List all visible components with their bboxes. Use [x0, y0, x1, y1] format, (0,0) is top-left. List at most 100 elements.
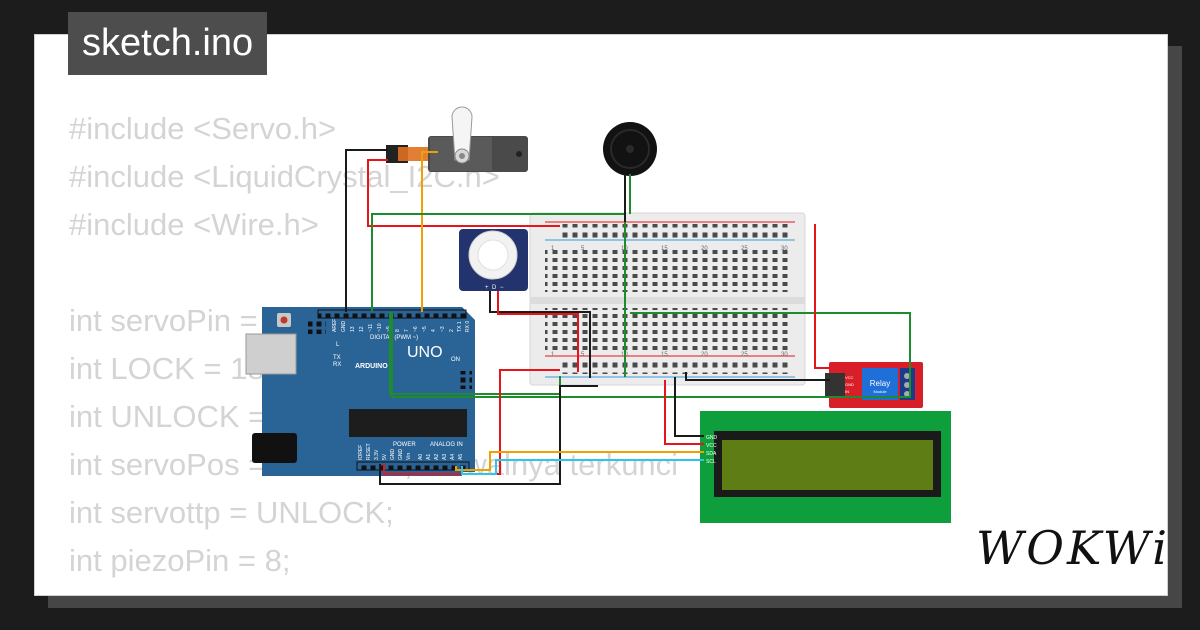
power-jack	[252, 433, 297, 463]
servo-motor	[386, 106, 528, 172]
column-number: 30	[781, 352, 788, 358]
wire-arduino-5v	[383, 369, 560, 475]
usb-port	[245, 333, 297, 375]
svg-text:RESET: RESET	[366, 443, 372, 460]
arduino-uno: DIGITAL (PWM ~) UNO ARDUINO ON L TX RX P…	[245, 307, 475, 476]
pir-pin-label: D	[492, 285, 497, 291]
led-label: TX	[333, 355, 341, 361]
code-line: int piezoPin = 8;	[69, 543, 291, 578]
svg-text:GND: GND	[398, 449, 404, 461]
led-label: RX	[333, 362, 341, 368]
svg-text:~5: ~5	[422, 326, 428, 332]
code-line: int LOCK = 180;	[69, 351, 291, 386]
wire-relay-gnd	[685, 372, 830, 381]
on-label: ON	[451, 357, 460, 363]
column-number: 5	[581, 352, 585, 358]
svg-text:TX 1: TX 1	[457, 321, 463, 332]
code-line: int servottp = UNLOCK;	[69, 495, 394, 530]
pir-pin-label: +	[485, 285, 489, 291]
svg-text:RX 0: RX 0	[465, 321, 471, 332]
column-number: 1	[551, 352, 555, 358]
page-title: sketch.ino	[68, 12, 268, 75]
digital-pin-labels: AREF GND 13 12 ~11 ~10 ~9 8 7 ~6 ~5 4 ~3…	[332, 319, 471, 332]
wire-servo-gnd	[345, 149, 388, 312]
svg-text:GND: GND	[341, 321, 347, 333]
relay-pin-label: VCC	[845, 375, 854, 380]
svg-text:GND: GND	[390, 449, 396, 461]
svg-text:3.3V: 3.3V	[374, 449, 380, 460]
preview-card: #include <Servo.h>#include <LiquidCrysta…	[34, 34, 1168, 596]
svg-text:~11: ~11	[368, 324, 374, 332]
wire-pir-vcc	[497, 291, 579, 372]
column-number: 1	[551, 246, 555, 252]
svg-text:A3: A3	[442, 454, 448, 460]
wire-arduino-gnd	[379, 385, 598, 485]
arduino-labels: DIGITAL (PWM ~) UNO ARDUINO ON L TX RX P…	[333, 335, 463, 448]
led-label: L	[336, 342, 340, 348]
code-line: int UNLOCK = 0;	[69, 399, 301, 434]
analog-header-label: ANALOG IN	[430, 442, 463, 448]
digital-header-label: DIGITAL (PWM ~)	[370, 335, 418, 341]
svg-text:A4: A4	[450, 454, 456, 460]
wire-lcd-gnd	[674, 377, 704, 437]
relay-sublabel: Module	[873, 389, 887, 394]
wire-lcd-sda	[455, 451, 704, 471]
relay-pin-label: GND	[845, 382, 854, 387]
analog-power-header	[356, 461, 470, 471]
wire-servo-vcc	[367, 159, 560, 227]
column-number: 25	[741, 352, 748, 358]
relay-pin-label: IN	[845, 389, 849, 394]
pir-motion-sensor: + D −	[459, 229, 528, 291]
pir-pin-label: −	[500, 285, 504, 291]
code-background: #include <Servo.h>#include <LiquidCrysta…	[69, 105, 678, 595]
wire-lcd-scl	[461, 459, 704, 475]
column-number: 20	[701, 352, 708, 358]
arduino-brand-label: ARDUINO	[355, 363, 388, 370]
wires	[345, 149, 911, 485]
svg-text:~6: ~6	[413, 326, 419, 332]
relay-label: Relay	[870, 379, 890, 388]
svg-text:A1: A1	[426, 454, 432, 460]
uno-label: UNO	[407, 344, 443, 361]
wire-green-bus	[371, 213, 626, 377]
code-line: #include <Servo.h>	[69, 111, 337, 146]
wire-relay-in	[391, 312, 911, 398]
microcontroller-chip	[349, 409, 467, 437]
svg-text:~10: ~10	[377, 323, 383, 332]
svg-text:5V: 5V	[382, 453, 388, 460]
icsp-header	[458, 371, 472, 389]
power-header-label: POWER	[393, 442, 416, 448]
svg-text:A0: A0	[418, 454, 424, 460]
svg-text:AREF: AREF	[332, 319, 338, 332]
svg-text:IOREF: IOREF	[358, 445, 364, 460]
column-number: 15	[661, 352, 668, 358]
wire-lcd-vcc	[664, 380, 704, 445]
column-number: 30	[781, 246, 788, 252]
wokwi-logo: WOKWi	[976, 521, 1170, 575]
code-line: int motionPin = 2; // Pin sensor gerak P…	[69, 585, 678, 595]
power-pin-labels: IOREF RESET 3.3V 5V GND GND Vin	[358, 443, 412, 460]
column-number: 15	[661, 246, 668, 252]
svg-text:Vin: Vin	[406, 453, 412, 460]
svg-text:8: 8	[395, 329, 401, 332]
code-line: #include <Wire.h>	[69, 207, 319, 242]
svg-text:A5: A5	[458, 454, 464, 460]
lcd-display: GND VCC SDA SCL	[700, 411, 951, 523]
svg-text:7: 7	[404, 329, 410, 332]
column-number: 25	[741, 246, 748, 252]
svg-text:~3: ~3	[440, 326, 446, 332]
lcd-pin-label: SCL	[706, 459, 716, 465]
svg-text:2: 2	[449, 329, 455, 332]
lcd-pin-label: GND	[706, 435, 718, 441]
wire-pir-gnd	[489, 291, 591, 378]
lcd-pin-label: VCC	[706, 443, 717, 449]
svg-text:4: 4	[431, 329, 437, 332]
piezo-buzzer	[603, 122, 657, 176]
analog-pin-labels: A0 A1 A2 A3 A4 A5	[418, 454, 464, 460]
svg-text:13: 13	[350, 326, 356, 332]
svg-text:12: 12	[359, 326, 365, 332]
lcd-pin-label: SDA	[706, 451, 717, 457]
wire-relay-vcc	[814, 224, 830, 369]
wire-servo-signal	[421, 151, 438, 312]
